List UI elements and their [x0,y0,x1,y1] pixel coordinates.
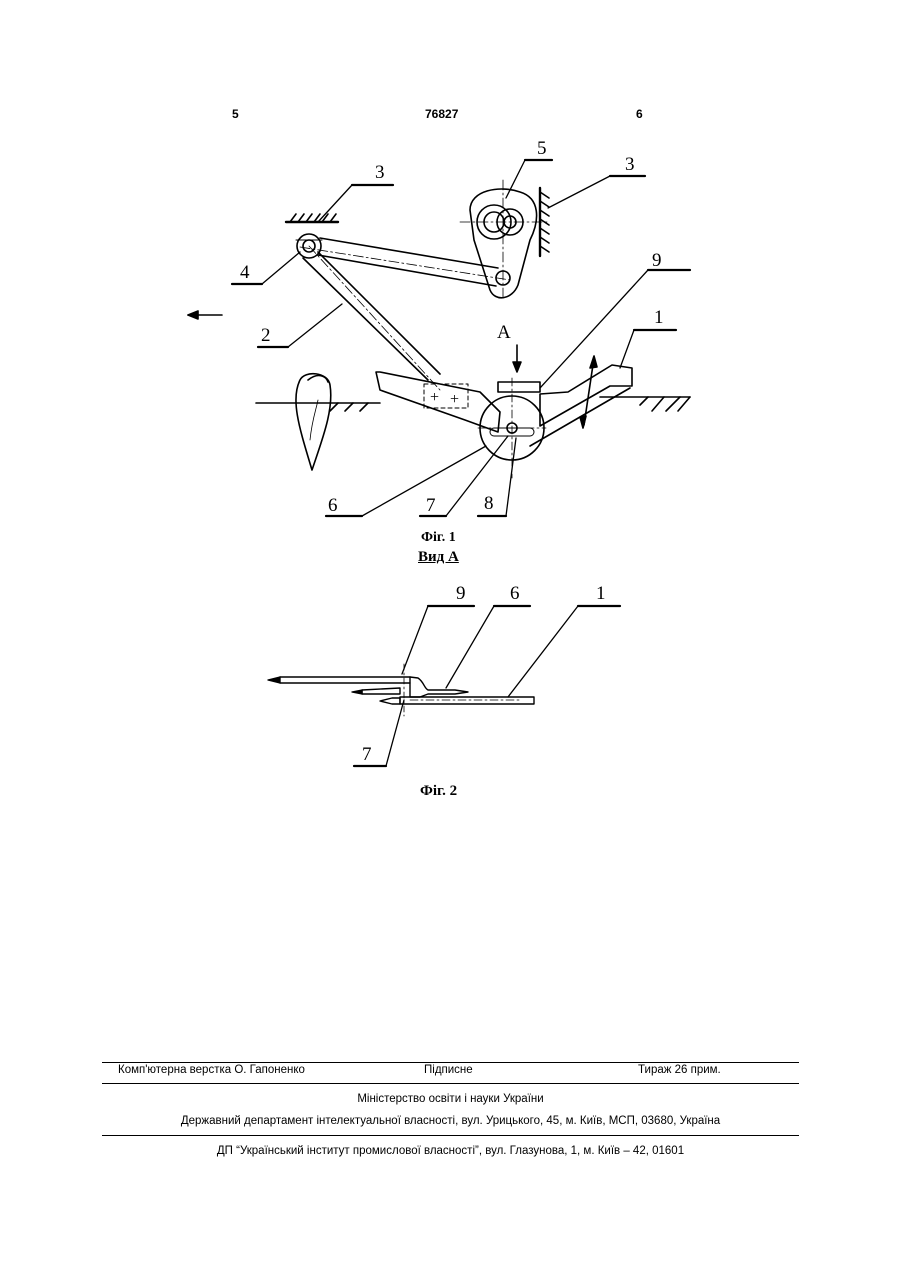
fig2-label-9: 9 [456,583,466,604]
footer-rule-top [102,1062,799,1063]
footer-department: Державний департамент інтелектуальної вл… [102,1115,799,1127]
figure-2-caption: Фіг. 2 [420,783,457,800]
footer-circulation: Тираж 26 прим. [638,1064,721,1076]
footer-ministry: Міністерство освіти і науки України [102,1093,799,1105]
figure-2-drawing: 9 6 1 7 [0,0,901,800]
footer-signed: Підписне [424,1064,473,1076]
footer-typesetter: Комп'ютерна верстка О. Гапоненко [118,1064,305,1076]
footer-rule-mid [102,1083,799,1084]
fig2-label-7: 7 [362,744,372,765]
footer-rule-bottom [102,1135,799,1136]
footer-institute: ДП “Український інститут промислової вла… [102,1145,799,1157]
fig2-label-1: 1 [596,583,606,604]
fig2-label-6: 6 [510,583,520,604]
